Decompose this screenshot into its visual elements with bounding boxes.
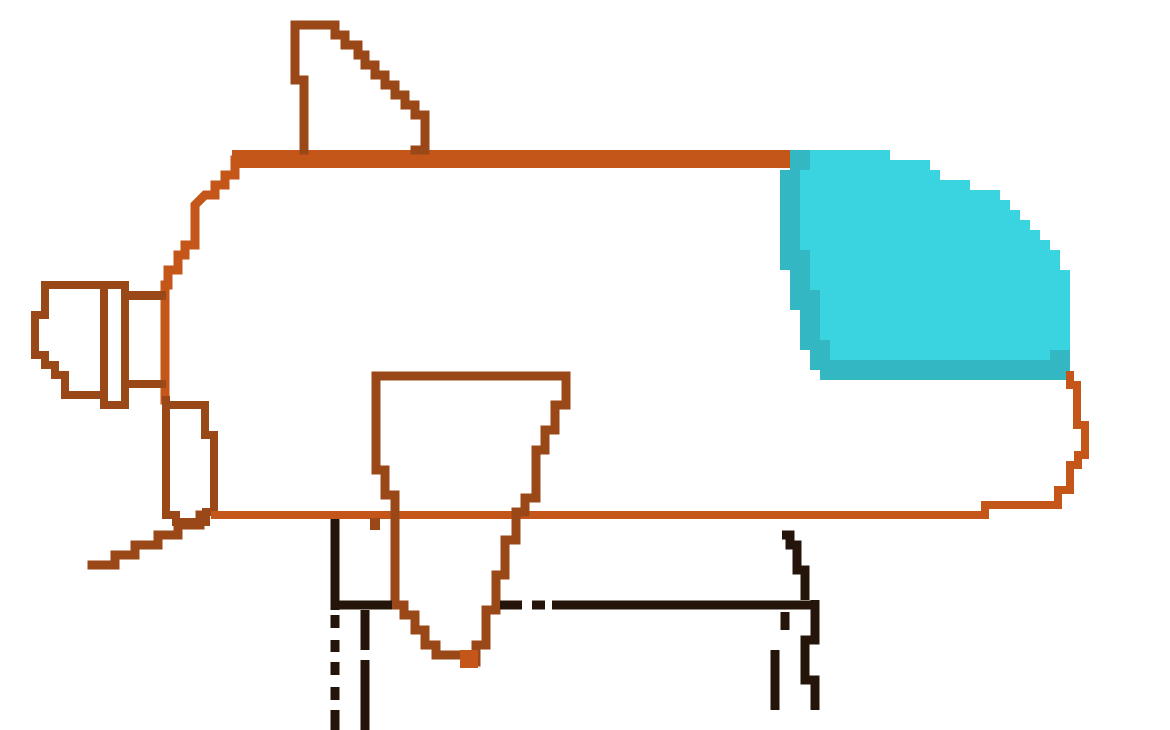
lower-tail-box — [162, 396, 218, 526]
propeller — [31, 281, 129, 409]
wing-root-mark — [370, 518, 380, 530]
fuselage-rear-curve — [160, 155, 240, 405]
fuselage-top-edge — [232, 150, 790, 168]
propeller-connectors — [121, 292, 166, 388]
wing-tip — [460, 650, 478, 668]
trailing-streak — [87, 510, 205, 570]
landing-gear — [330, 519, 820, 730]
cockpit-window — [800, 150, 1070, 360]
fuselage-bottom-edge — [211, 371, 1089, 519]
tail-fin — [290, 20, 430, 155]
wing — [371, 371, 571, 667]
gear-right-strut — [782, 530, 820, 710]
gear-right-legs — [770, 612, 790, 710]
